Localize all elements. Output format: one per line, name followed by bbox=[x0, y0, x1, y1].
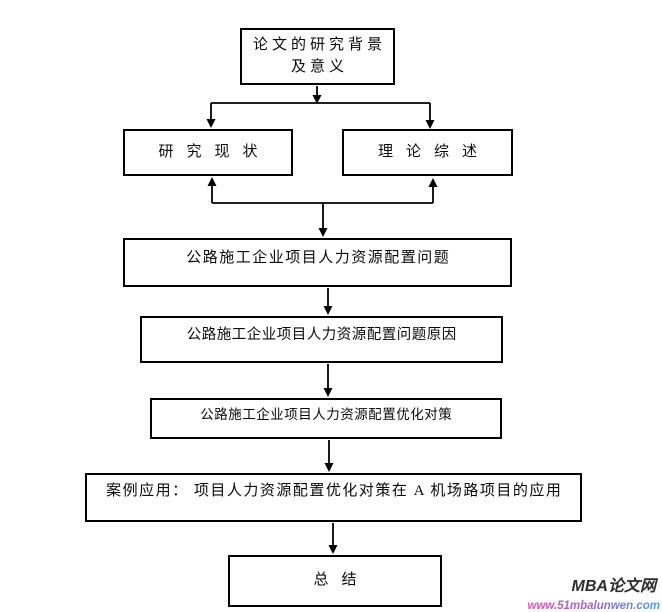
watermark-site-name: MBA论文网 bbox=[571, 578, 656, 595]
node-research-status-label: 研究现状 bbox=[158, 143, 271, 160]
connector-merge-to-problem bbox=[207, 177, 438, 237]
watermark-url: www.51mbalunwen.com bbox=[527, 599, 661, 612]
node-optimization-strategies: 公路施工企业项目人力资源配置优化对策 bbox=[150, 398, 502, 439]
connector-case-to-summary bbox=[328, 523, 338, 554]
node-thesis-background-line1: 论文的研究背景 bbox=[252, 36, 386, 53]
node-thesis-background: 论文的研究背景 及意义 bbox=[240, 28, 395, 85]
node-case-application-label: 案例应用： 项目人力资源配置优化对策在 A 机场路项目的应用 bbox=[106, 483, 563, 499]
node-summary: 总结 bbox=[228, 555, 442, 607]
node-allocation-problem-label: 公路施工企业项目人力资源配置问题 bbox=[186, 250, 451, 266]
node-case-application: 案例应用： 项目人力资源配置优化对策在 A 机场路项目的应用 bbox=[85, 473, 582, 522]
connector-background-split bbox=[206, 86, 435, 129]
node-thesis-background-line2: 及意义 bbox=[290, 58, 348, 75]
connector-causes-to-strategies bbox=[323, 364, 333, 397]
node-theory-review-label: 理论综述 bbox=[377, 143, 490, 160]
node-problem-causes: 公路施工企业项目人力资源配置问题原因 bbox=[140, 316, 503, 363]
node-allocation-problem: 公路施工企业项目人力资源配置问题 bbox=[123, 238, 512, 287]
connector-strategies-to-case bbox=[324, 440, 334, 472]
node-problem-causes-label: 公路施工企业项目人力资源配置问题原因 bbox=[186, 327, 457, 343]
node-research-status: 研究现状 bbox=[123, 129, 293, 176]
node-theory-review: 理论综述 bbox=[342, 129, 513, 176]
node-optimization-strategies-label: 公路施工企业项目人力资源配置优化对策 bbox=[200, 407, 453, 422]
node-summary-label: 总结 bbox=[313, 572, 370, 589]
watermark: MBA论文网 www.51mbalunwen.com bbox=[440, 578, 661, 612]
connector-problem-to-causes bbox=[323, 288, 333, 315]
